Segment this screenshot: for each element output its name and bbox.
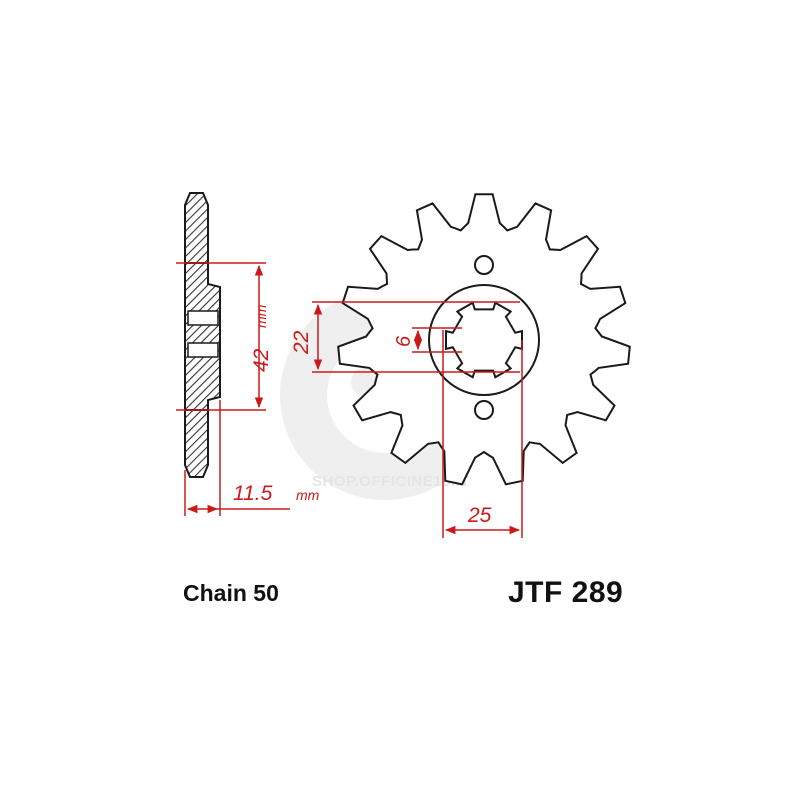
- bolt-hole-bottom: [474, 400, 494, 420]
- watermark-text: SHOP.OFFICINE18.IT: [312, 473, 470, 490]
- dim-bore-value: 25: [467, 504, 492, 527]
- dim-width-unit: mm: [296, 487, 320, 503]
- chain-label: Chain 50: [183, 580, 279, 606]
- dim-spline-diameter-value: 22: [290, 330, 313, 355]
- side-profile-upper-tooth: [184, 192, 209, 264]
- side-profile-hub: [184, 262, 221, 411]
- dimension-labels: 42 mm 22 6 11.5 mm 25: [233, 304, 492, 527]
- part-number: JTF 289: [508, 576, 624, 609]
- dim-spline-width-value: 6: [393, 335, 415, 347]
- dim-width-value: 11.5: [233, 482, 273, 505]
- side-profile-lower-tooth: [184, 409, 209, 478]
- sprocket-front-view: [337, 193, 631, 486]
- sprocket-side-profile: [184, 192, 221, 478]
- bolt-hole-top: [474, 255, 494, 275]
- side-profile-spline-gap-top: [187, 310, 219, 326]
- dimension-lines: [176, 262, 523, 538]
- dim-height-value: 42: [250, 348, 273, 372]
- dim-height-unit: mm: [253, 304, 269, 328]
- side-profile-spline-gap-bottom: [187, 342, 219, 358]
